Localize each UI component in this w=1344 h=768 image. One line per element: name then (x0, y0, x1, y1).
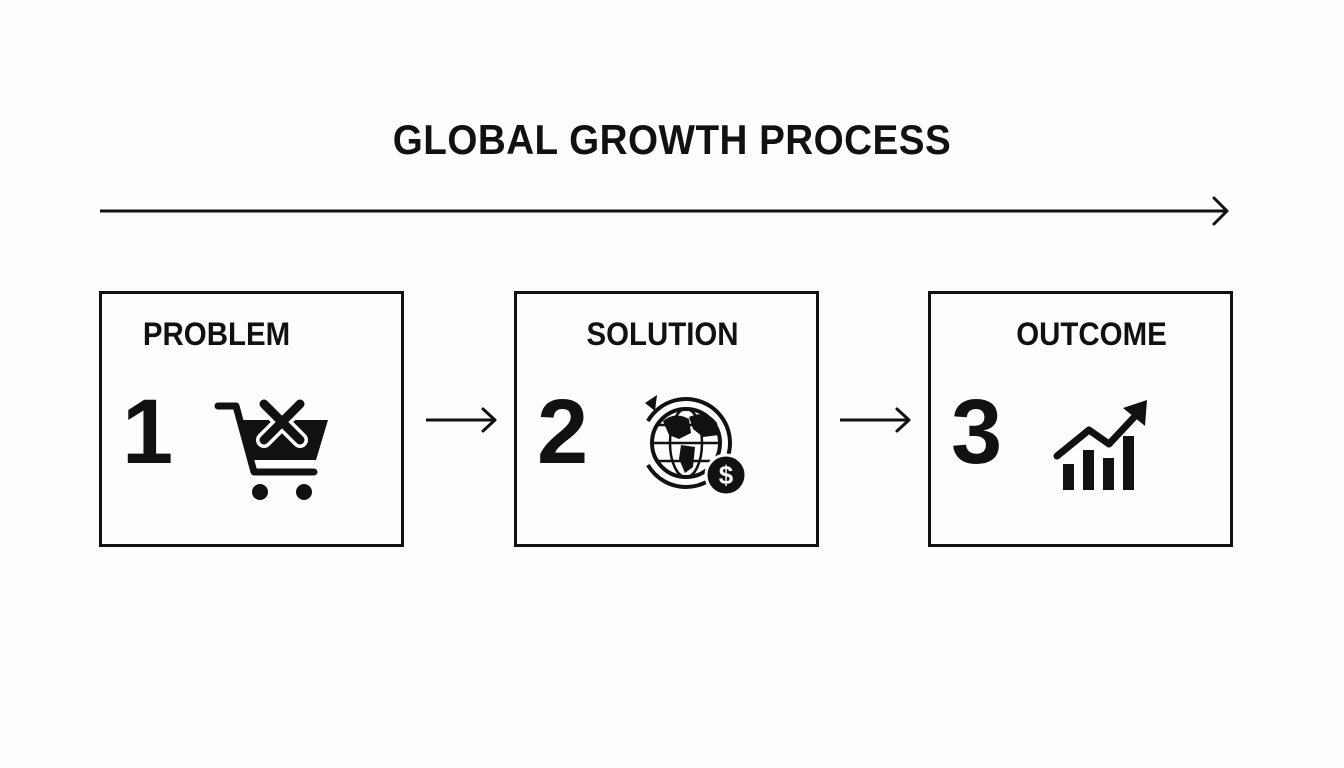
growth-bar-chart-icon (1053, 400, 1147, 490)
connector-arrow-1 (426, 407, 497, 433)
globe-currency-exchange-icon: $ (639, 395, 748, 497)
step-problem: PROBLEM 1 (99, 291, 404, 547)
dollar-symbol: $ (719, 460, 734, 490)
step-label: PROBLEM (142, 316, 291, 352)
step-number: 1 (122, 381, 174, 483)
timeline-arrow (100, 196, 1229, 226)
step-label: OUTCOME (1016, 316, 1167, 352)
step-number: 3 (951, 381, 1003, 483)
shopping-cart-x-icon (214, 396, 328, 500)
step-label: SOLUTION (586, 316, 739, 352)
step-outcome: OUTCOME 3 (928, 291, 1233, 547)
step-number: 2 (537, 381, 589, 483)
step-solution: SOLUTION 2 $ (514, 291, 819, 547)
diagram-title: GLOBAL GROWTH PROCESS (392, 116, 952, 163)
connector-arrow-2 (840, 407, 911, 433)
